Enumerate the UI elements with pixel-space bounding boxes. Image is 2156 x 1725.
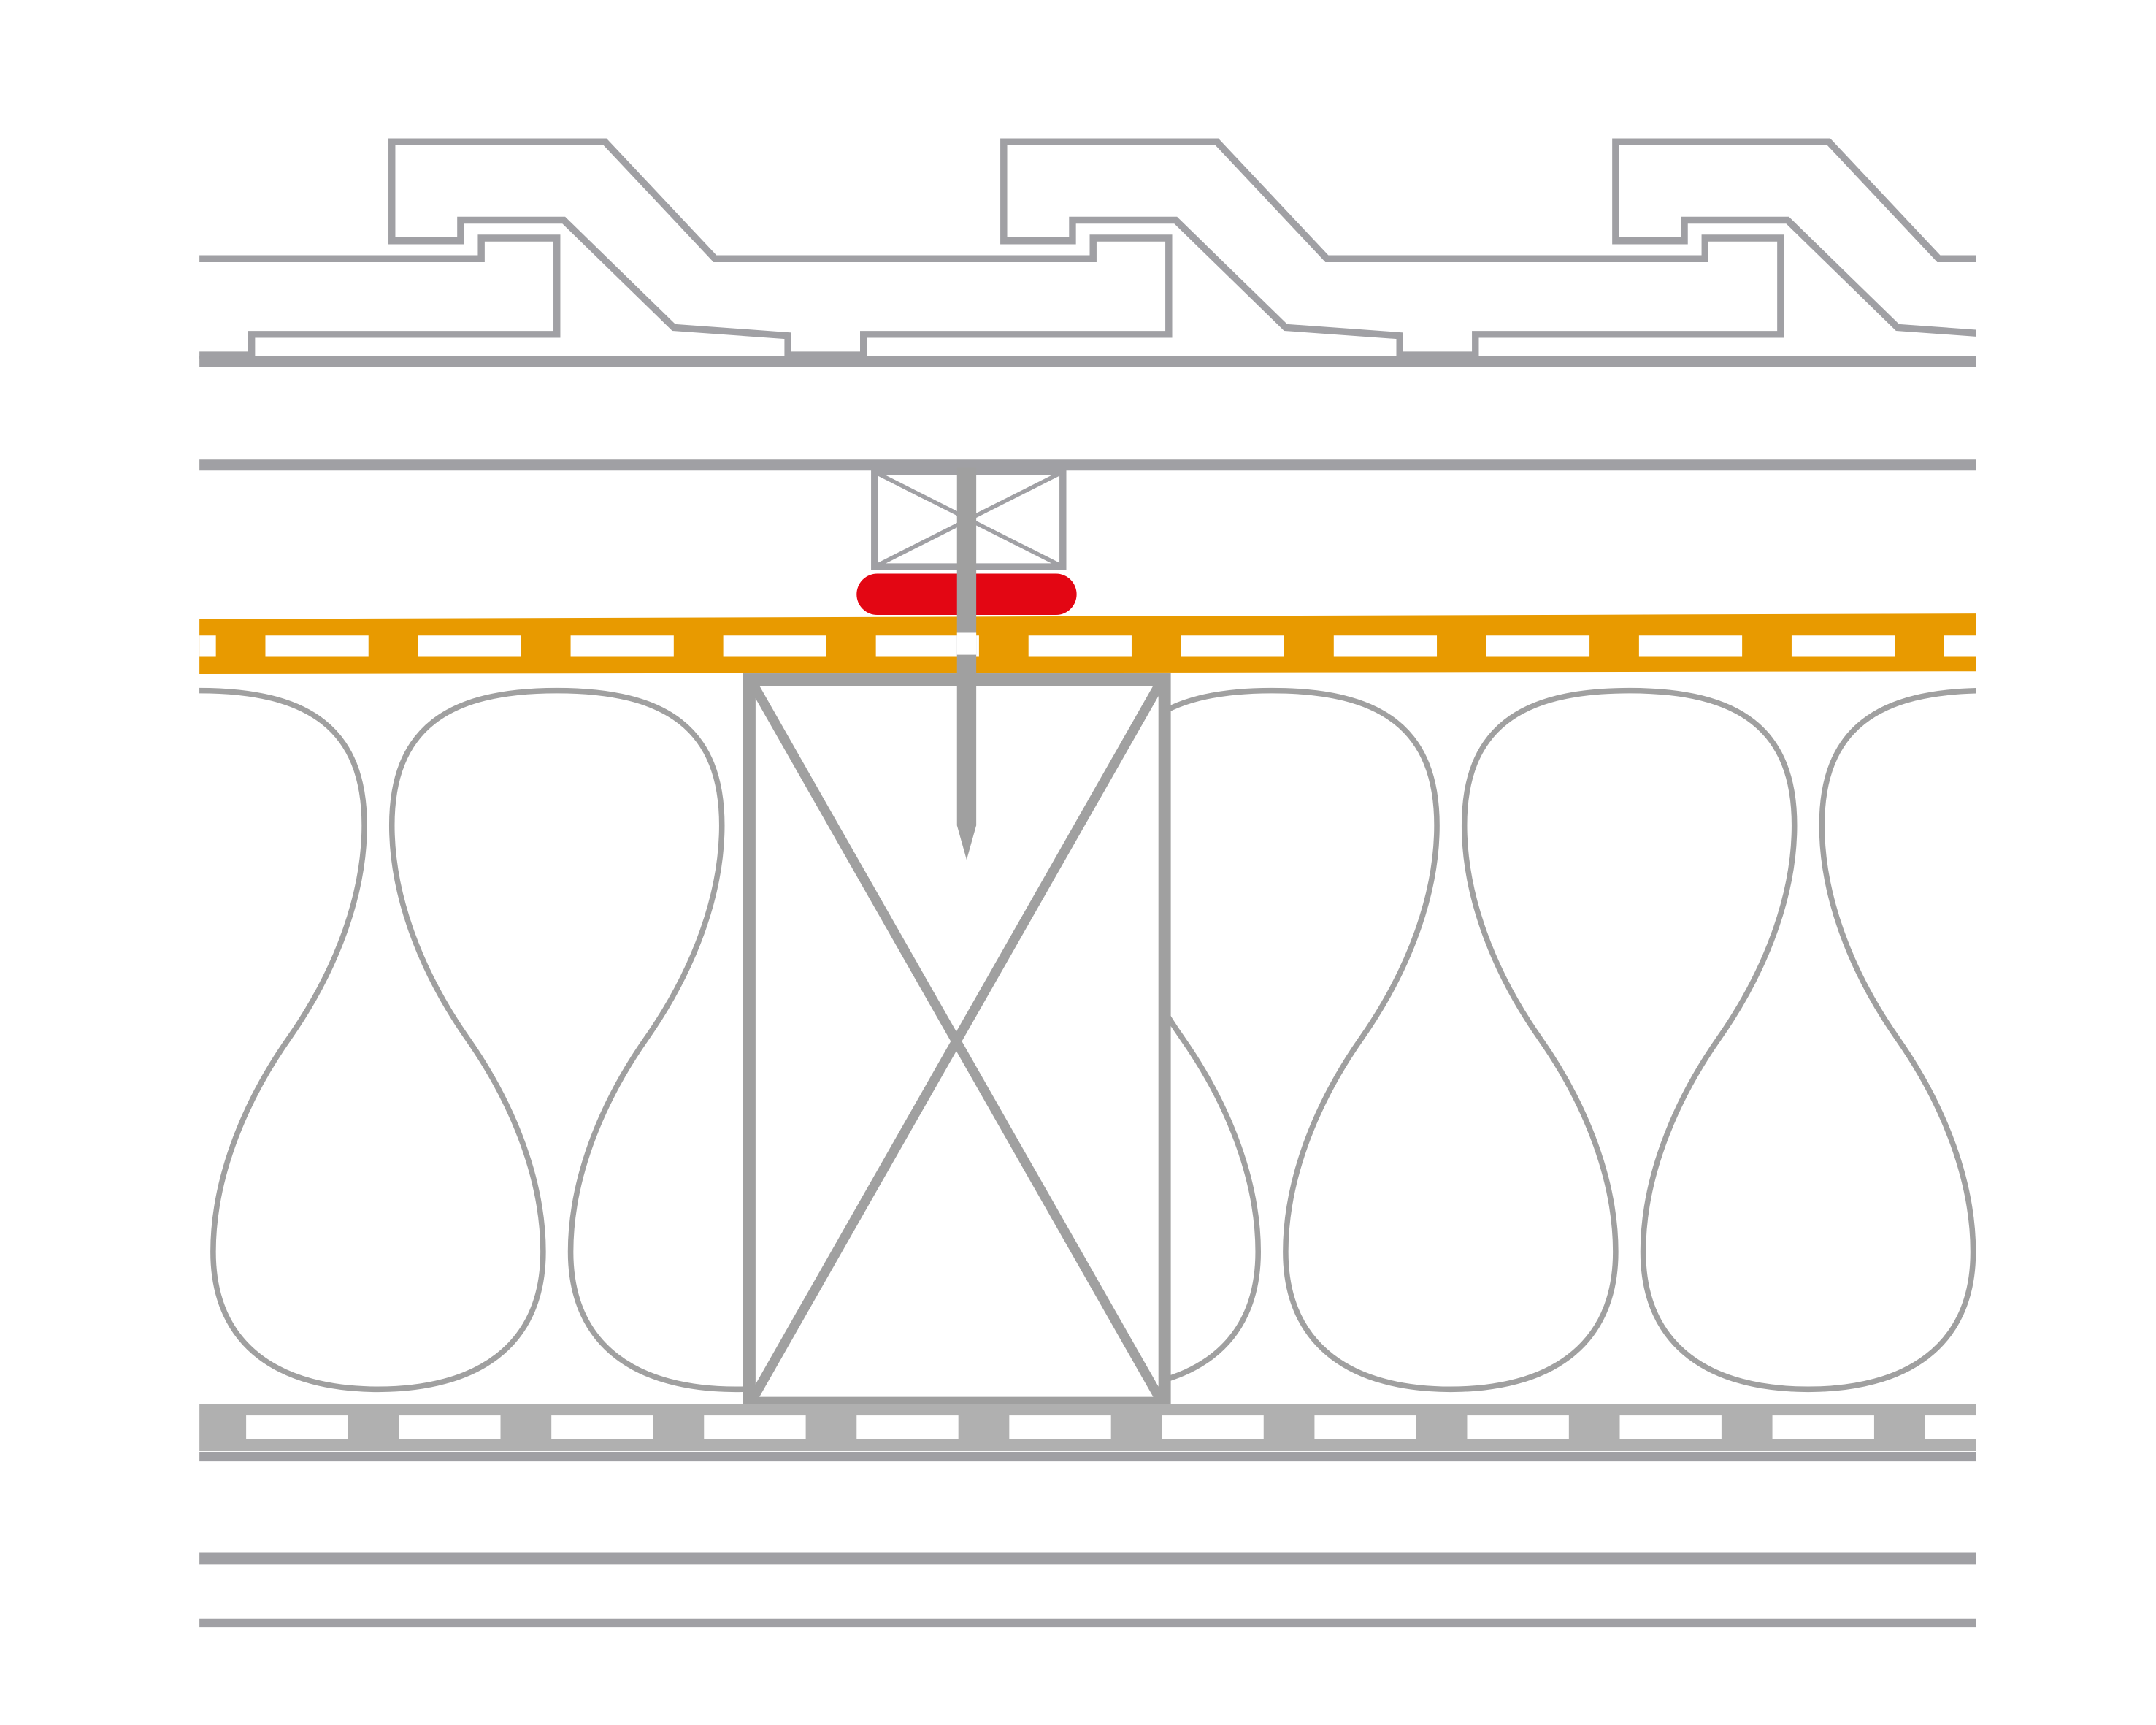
- vapour-layer-dash: [1314, 1415, 1416, 1439]
- roof-tile: [199, 234, 561, 359]
- vapour-layer-dash: [1925, 1415, 1976, 1439]
- membrane-dash: [1638, 635, 1743, 657]
- vapour-layer-dash: [551, 1415, 653, 1439]
- roof-tile: [388, 138, 1173, 359]
- vapour-layer-dash: [1009, 1415, 1111, 1439]
- membrane-dash: [1944, 635, 1976, 657]
- roof-tile: [1612, 138, 1976, 337]
- membrane-dash: [1028, 635, 1132, 657]
- vapour-layer-dash: [704, 1415, 806, 1439]
- membrane-dash: [1791, 635, 1895, 657]
- vapour-layer-dash: [1619, 1415, 1722, 1439]
- vapour-layer-dash: [1772, 1415, 1874, 1439]
- vapour-layer-dash: [399, 1415, 501, 1439]
- membrane-dash: [418, 635, 521, 657]
- vapour-layer-dash: [1162, 1415, 1264, 1439]
- membrane-dash: [723, 635, 826, 657]
- vapour-control-layer: [199, 1404, 1976, 1452]
- membrane-dash: [570, 635, 674, 657]
- membrane: [199, 613, 1976, 674]
- membrane-dash: [199, 635, 216, 657]
- roof-tile: [1000, 138, 1784, 359]
- membrane-dash: [1333, 635, 1438, 657]
- membrane-dash: [1486, 635, 1590, 657]
- membrane-dash: [1181, 635, 1284, 657]
- vapour-layer-dash: [246, 1415, 348, 1439]
- membrane-dash: [265, 635, 369, 657]
- vapour-layer-dash: [1467, 1415, 1569, 1439]
- vapour-layer-dash: [856, 1415, 959, 1439]
- roof-tiles: [199, 138, 1976, 359]
- screw-icon: [956, 467, 977, 860]
